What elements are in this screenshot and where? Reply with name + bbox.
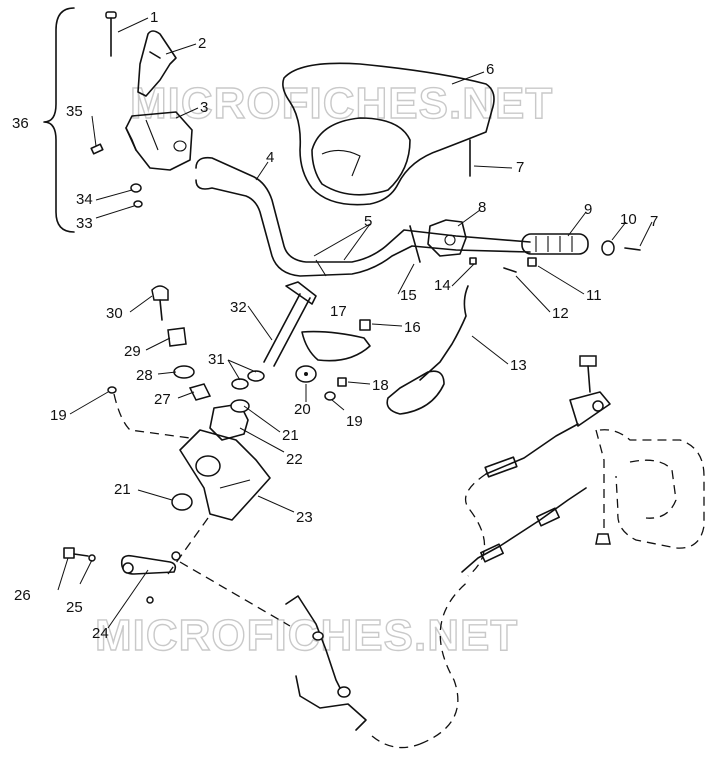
- callout-29: 29: [124, 343, 141, 360]
- callout-10: 10: [620, 211, 637, 228]
- cable-route-right: [465, 473, 487, 577]
- bolt-part-30: [151, 285, 169, 321]
- screw-part-11: [527, 257, 537, 267]
- callout-4: 4: [266, 149, 274, 166]
- assembly-line-link: [179, 561, 291, 627]
- nut-part-19-right: [324, 391, 336, 401]
- cable-route-bottom: [371, 735, 421, 749]
- callout-32: 32: [230, 299, 247, 316]
- callout-2: 2: [198, 35, 206, 52]
- handlebar-part-4: [195, 156, 531, 277]
- cable-tie-part-5: [315, 259, 327, 277]
- callout-33: 33: [76, 215, 93, 232]
- steering-bracket-part-23: [179, 429, 271, 521]
- callout-31: 31: [208, 351, 225, 368]
- callout-9: 9: [584, 201, 592, 218]
- callout-21-upper: 21: [282, 427, 299, 444]
- assembly-line-lower: [167, 517, 209, 575]
- bushing-part-20: [295, 365, 317, 383]
- nut-part-27: [188, 383, 212, 401]
- callout-30: 30: [106, 305, 123, 322]
- callout-16: 16: [404, 319, 421, 336]
- link-arm-part-24: [120, 554, 177, 575]
- callout-19-left: 19: [50, 407, 67, 424]
- control-cable-right: [461, 423, 587, 573]
- callout-35: 35: [66, 103, 83, 120]
- callout-3: 3: [200, 99, 208, 116]
- callout-7: 7: [516, 159, 524, 176]
- callout-6: 6: [486, 61, 494, 78]
- callout-17: 17: [330, 303, 347, 320]
- cable-tie-part-15: [409, 225, 421, 263]
- assembly-line-19: [113, 393, 191, 439]
- callout-23: 23: [296, 509, 313, 526]
- bolt-part-26: [63, 547, 89, 559]
- leader-lines: [57, 17, 653, 629]
- throttle-housing-part-8: [427, 219, 467, 257]
- nut-part-18: [337, 377, 347, 387]
- callout-22: 22: [286, 451, 303, 468]
- throttle-lever-right: [569, 355, 611, 427]
- callout-1: 1: [150, 9, 158, 26]
- callout-15: 15: [400, 287, 417, 304]
- callout-21-lower: 21: [114, 481, 131, 498]
- washer-part-31-a: [231, 378, 249, 390]
- shield-part-17: [301, 330, 371, 362]
- callout-28: 28: [136, 367, 153, 384]
- callout-12: 12: [552, 305, 569, 322]
- nut-part-24-lower: [146, 596, 154, 604]
- callout-labels: 1 2 3 4 5 6 7 8 9 10 7 11 12 13 14 15 16…: [12, 9, 658, 642]
- callout-14: 14: [434, 277, 451, 294]
- callout-25: 25: [66, 599, 83, 616]
- steering-post-part-32: [263, 281, 317, 367]
- callout-13: 13: [510, 357, 527, 374]
- screw-part-16: [359, 319, 371, 331]
- screw-part-14: [469, 257, 477, 265]
- callout-24: 24: [92, 625, 109, 642]
- handlebar-pad-part-6: [282, 62, 495, 206]
- washer-part-34: [130, 183, 142, 193]
- callout-7-right: 7: [650, 213, 658, 230]
- callout-36: 36: [12, 115, 29, 132]
- callout-5: 5: [364, 213, 372, 230]
- callout-11: 11: [586, 287, 602, 304]
- throttle-cable-lower: [285, 595, 367, 731]
- screw-part-35: [90, 143, 104, 155]
- seal-part-28: [173, 365, 195, 379]
- callout-26: 26: [14, 587, 31, 604]
- bracket-part-2: [137, 30, 177, 97]
- bearing-block-part-22: [209, 399, 250, 441]
- screw-part-12: [503, 267, 517, 273]
- group-brace: [43, 7, 75, 233]
- callout-27: 27: [154, 391, 171, 408]
- watermark-bottom: MICROFICHES.NET: [95, 611, 518, 660]
- nut-part-24-upper: [171, 551, 181, 561]
- nut-part-33: [133, 200, 143, 208]
- end-plug-part-10: [601, 240, 615, 256]
- cable-route-left: [419, 579, 471, 745]
- callout-18: 18: [372, 377, 389, 394]
- callout-20: 20: [294, 401, 311, 418]
- bushing-part-21-lower: [171, 493, 193, 511]
- screw-part-7-right: [624, 247, 641, 251]
- watermark-top: MICROFICHES.NET: [130, 79, 553, 128]
- callout-19-right: 19: [346, 413, 363, 430]
- carburetor-housing: [595, 429, 705, 549]
- pin-part-1: [105, 11, 117, 57]
- bushing-part-29: [167, 327, 187, 347]
- nut-part-19-left: [107, 386, 117, 394]
- callout-34: 34: [76, 191, 93, 208]
- kill-switch-part-13: [386, 285, 469, 415]
- grip-part-9: [521, 233, 589, 255]
- washer-part-31-b: [247, 370, 265, 382]
- callout-8: 8: [478, 199, 486, 216]
- switch-housing-part-3: [125, 111, 193, 171]
